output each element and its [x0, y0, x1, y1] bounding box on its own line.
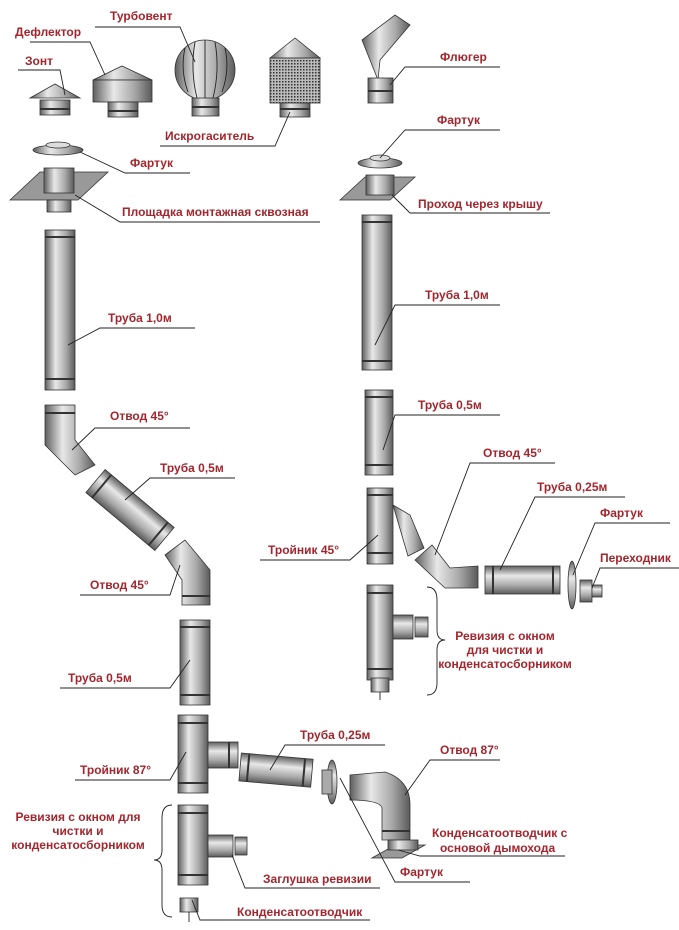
- label-line: конденсатосборником: [11, 838, 145, 852]
- label-fartuk-left-top: Фартук: [130, 156, 174, 170]
- label-kondensatootvodchik: Конденсатоотводчик: [237, 905, 363, 919]
- label-troynik87: Тройник 87°: [80, 763, 151, 777]
- label-ploshchadka: Площадка монтажная сквозная: [122, 205, 309, 219]
- pipe-025-right: [484, 565, 561, 595]
- condensate-drain-right: [370, 677, 390, 700]
- elbow-45-right: [414, 544, 479, 589]
- fartuk-right-top: [357, 154, 403, 169]
- elbow-45-left-2: [164, 539, 211, 606]
- roof-plate-left: [8, 167, 110, 213]
- label-fartuk-right-mid: Фартук: [600, 506, 644, 520]
- label-otvod87: Отвод 87°: [440, 743, 499, 757]
- label-truba-05-right: Труба 0,5м: [418, 398, 482, 412]
- label-line: Ревизия с окном для: [15, 810, 140, 824]
- roof-passage: [338, 174, 417, 201]
- label-deflector: Дефлектор: [15, 25, 81, 39]
- label-reviziya-right: Ревизия с окном для чистки и конденсатос…: [438, 629, 572, 671]
- weather-vane: [361, 14, 411, 104]
- label-otvod45-left-1: Отвод 45°: [110, 409, 169, 423]
- label-otvod45-left-2: Отвод 45°: [90, 578, 149, 592]
- spark-arrestor: [268, 37, 322, 118]
- label-troynik45: Тройник 45°: [268, 543, 339, 557]
- label-line: основой дымохода: [440, 841, 555, 855]
- label-line: конденсатосборником: [438, 657, 572, 671]
- pipe-1m-left: [44, 229, 76, 391]
- label-kondensatootvodchik-osnova: Конденсатоотводчик с основой дымохода: [432, 826, 568, 855]
- brace-left: [153, 804, 173, 918]
- elbow-87: [349, 771, 411, 841]
- label-truba-05-left-2: Труба 0,5м: [68, 671, 132, 685]
- label-truba-025-right: Труба 0,25м: [537, 480, 607, 494]
- condensate-drain-base: [370, 839, 427, 859]
- label-zont: Зонт: [25, 54, 53, 68]
- label-line: чистки и: [53, 824, 104, 838]
- revision-tee-left: [177, 804, 248, 886]
- elbow-45-left-1: [44, 404, 96, 476]
- revision-tee-right: [366, 584, 429, 681]
- adapter: [579, 579, 603, 603]
- label-reviziya-left: Ревизия с окном для чистки и конденсатос…: [11, 810, 145, 852]
- label-truba-05-left-1: Труба 0,5м: [160, 461, 224, 475]
- label-line: Ревизия с окном: [455, 629, 555, 643]
- label-fartuk-bottom: Фартук: [400, 865, 444, 879]
- fartuk-bottom: [321, 759, 338, 805]
- condensate-drain-left: [179, 897, 199, 922]
- label-zaglushka: Заглушка ревизии: [263, 872, 372, 886]
- brace-right: [426, 586, 446, 696]
- leader-lines: [18, 26, 679, 921]
- deflector: [92, 65, 153, 118]
- pipe-05-left-2: [179, 619, 211, 706]
- pipe-05-right: [364, 389, 394, 476]
- label-iskrogasitel: Искрогаситель: [165, 129, 254, 143]
- fartuk-right-mid: [567, 560, 577, 610]
- pipe-1m-right: [361, 214, 393, 371]
- label-line: для чистки и: [467, 643, 544, 657]
- tee-87: [177, 714, 239, 794]
- label-turbovent: Турбовент: [110, 9, 173, 23]
- label-fartuk-right-top: Фартук: [437, 113, 481, 127]
- label-truba-1m-left: Труба 1,0м: [108, 311, 172, 325]
- label-otvod45-right: Отвод 45°: [483, 446, 542, 460]
- zont-cap: [28, 83, 82, 116]
- pipe-025-bottom: [238, 752, 314, 788]
- label-line: Конденсатоотводчик с: [432, 826, 568, 840]
- turbovent: [174, 39, 236, 117]
- label-fluger: Флюгер: [440, 50, 487, 64]
- label-truba-025-bottom: Труба 0,25м: [300, 728, 370, 742]
- label-truba-1m-right: Труба 1,0м: [425, 288, 489, 302]
- fartuk-left-top: [32, 141, 84, 156]
- tee-45: [366, 487, 425, 565]
- label-perekhodnik: Переходник: [600, 551, 672, 565]
- pipe-05-left-1: [85, 469, 175, 551]
- label-prokhod: Проход через крышу: [418, 197, 543, 211]
